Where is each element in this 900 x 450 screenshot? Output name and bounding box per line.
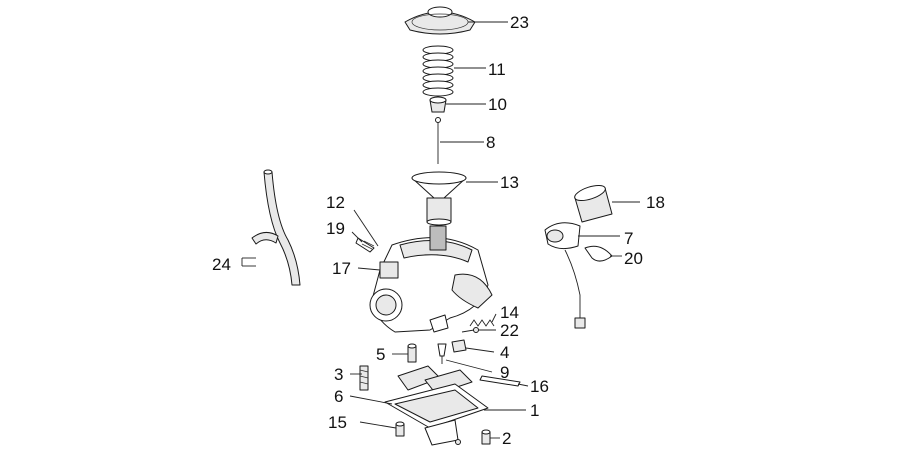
callout-19: 19 xyxy=(326,219,345,238)
part-9-needle xyxy=(437,343,447,364)
callout-22: 22 xyxy=(500,321,519,340)
callout-17: 17 xyxy=(332,259,351,278)
part-1-float-bowl xyxy=(384,383,489,446)
callout-labels: 23 11 10 8 13 12 19 17 24 18 7 20 14 22 … xyxy=(212,13,665,448)
callout-6: 6 xyxy=(334,387,343,406)
callout-9: 9 xyxy=(500,363,509,382)
callout-23: 23 xyxy=(510,13,529,32)
callout-7: 7 xyxy=(624,229,633,248)
part-22-screw xyxy=(461,327,479,333)
part-13-slide xyxy=(411,171,467,226)
part-8-needle xyxy=(435,117,441,164)
callout-4: 4 xyxy=(500,343,509,362)
part-5-jet xyxy=(407,343,417,363)
float xyxy=(397,365,473,395)
callout-8: 8 xyxy=(486,133,495,152)
part-24-hose xyxy=(251,169,301,286)
callout-13: 13 xyxy=(500,173,519,192)
callout-16: 16 xyxy=(530,377,549,396)
callout-20: 20 xyxy=(624,249,643,268)
part-15-screw xyxy=(395,421,405,437)
callout-3: 3 xyxy=(334,365,343,384)
callout-15: 15 xyxy=(328,413,347,432)
callout-2: 2 xyxy=(502,429,511,448)
part-23-cover xyxy=(404,6,476,35)
callout-11: 11 xyxy=(488,60,506,79)
part-10-retainer xyxy=(429,96,447,113)
callout-14: 14 xyxy=(500,303,519,322)
part-2-screw xyxy=(455,429,491,445)
part-18-cap xyxy=(574,184,613,223)
part-16-pin xyxy=(479,375,521,387)
callout-24: 24 xyxy=(212,255,231,274)
callout-10: 10 xyxy=(488,95,507,114)
part-20-clip xyxy=(584,245,613,262)
callout-1: 1 xyxy=(530,401,539,420)
part-11-spring xyxy=(422,45,454,97)
callout-12: 12 xyxy=(326,193,345,212)
leader-lines xyxy=(241,21,640,439)
part-3-screw xyxy=(359,365,369,391)
part-14-spring xyxy=(469,319,495,327)
part-7-choke xyxy=(544,222,586,329)
carburetor-body xyxy=(355,225,493,333)
callout-18: 18 xyxy=(646,193,665,212)
callout-5: 5 xyxy=(376,345,385,364)
part-4-nut xyxy=(451,339,467,353)
